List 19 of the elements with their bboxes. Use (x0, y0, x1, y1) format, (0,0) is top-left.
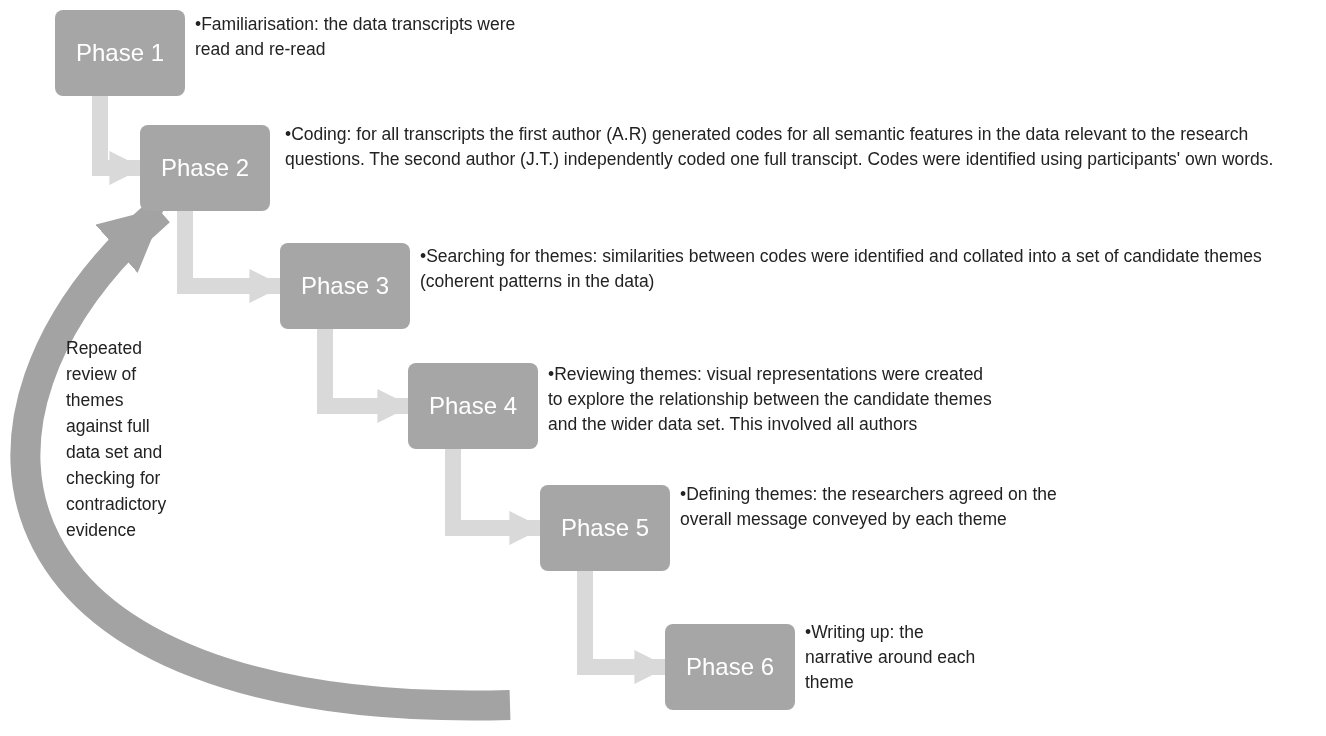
phase-description: •Reviewing themes: visual representations were created to explore the relationship between the candidate themes and the wider data set. This involved all authors (548, 363, 993, 436)
phase-box (408, 363, 538, 449)
phase-label: Phase 1 (75, 39, 165, 67)
phase-description: •Familiarisation: the data transcripts were read and re-read (195, 13, 517, 61)
phase-label: Phase 3 (300, 272, 390, 300)
phase-description: •Coding: for all transcripts the first author (A.R) generated codes for all semantic features in the data relevant to the research questions. The second author (J.T.) independently coded one full transcipt. Codes were identified using participants' own words. (285, 123, 1275, 171)
phase-label: Phase 5 (560, 514, 650, 542)
phase-box (140, 125, 270, 211)
phase-label: Phase 6 (685, 653, 775, 681)
phase-label: Phase 4 (428, 392, 518, 420)
phase-description: •Searching for themes: similarities between codes were identified and collated into a set of candidate themes (coherent patterns in the data) (420, 245, 1263, 293)
phase-box (55, 10, 185, 96)
phase-description: •Defining themes: the researchers agreed on the overall message conveyed by each theme (680, 483, 1058, 531)
phase-description: •Writing up: the narrative around each theme (805, 621, 977, 694)
phase-box (280, 243, 410, 329)
phase-label: Phase 2 (160, 154, 250, 182)
annotation-text: Repeated review of themes against full data set and checking for contradictory evidence (66, 337, 168, 542)
phase-box (540, 485, 670, 571)
phase-box (665, 624, 795, 710)
